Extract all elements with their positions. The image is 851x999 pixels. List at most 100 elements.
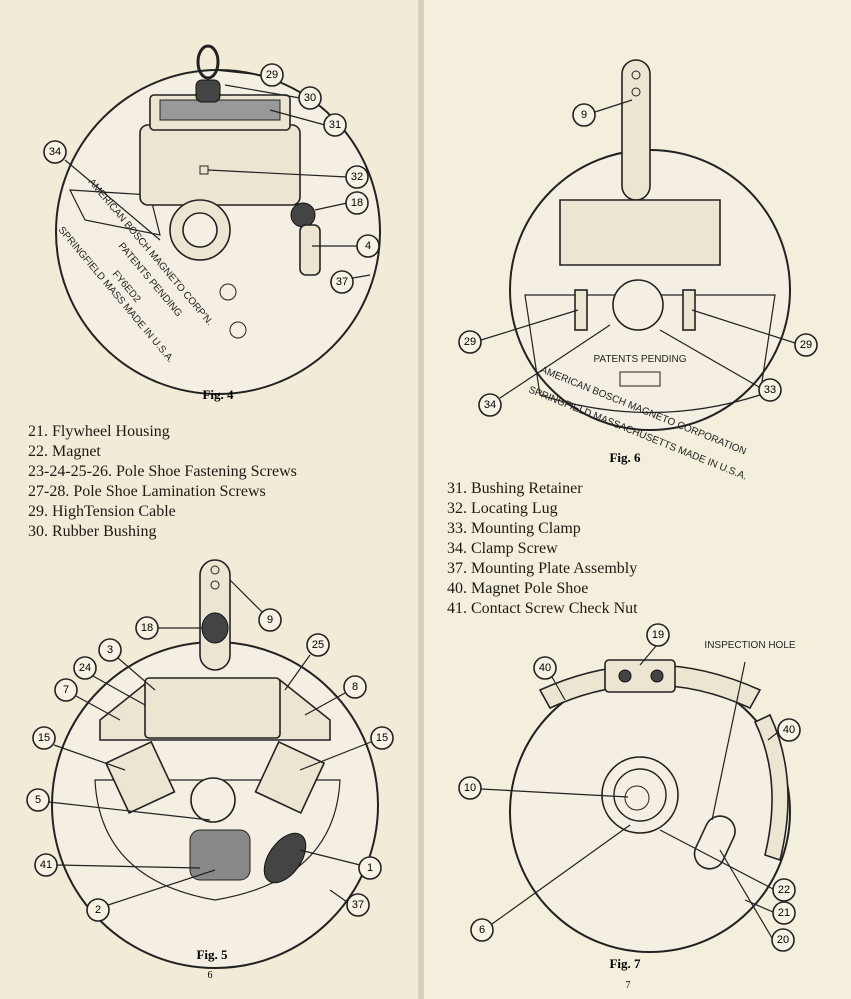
fig4-caption: Fig. 4 [202, 387, 234, 402]
legend-item: 27-28. Pole Shoe Lamination Screws [28, 483, 266, 500]
legend-item: 32. Locating Lug [447, 500, 558, 517]
svg-text:4: 4 [365, 240, 371, 252]
callout: 15 [32, 726, 56, 750]
svg-text:8: 8 [352, 681, 358, 693]
svg-text:40: 40 [783, 724, 795, 736]
callout: 34 [478, 393, 502, 417]
fig5-caption: Fig. 5 [196, 947, 228, 962]
svg-text:7: 7 [63, 684, 69, 696]
svg-text:1: 1 [367, 862, 373, 874]
callout: 29 [458, 330, 482, 354]
svg-text:15: 15 [38, 732, 50, 744]
callout: 29 [794, 333, 818, 357]
callout: 37 [346, 893, 370, 917]
callout: 10 [458, 776, 482, 800]
fig7-callouts: 19 40 40 10 22 21 20 6 [458, 623, 801, 952]
legend-item: 23-24-25-26. Pole Shoe Fastening Screws [28, 463, 297, 480]
callout: 19 [646, 623, 670, 647]
callout: 40 [777, 718, 801, 742]
legend-item: 31. Bushing Retainer [447, 480, 583, 497]
legend-item: 22. Magnet [28, 443, 101, 460]
callout: 41 [34, 853, 58, 877]
fig6-caption: Fig. 6 [609, 450, 641, 465]
svg-text:5: 5 [35, 794, 41, 806]
fig4-legend: 21. Flywheel Housing 22. Magnet 23-24-25… [28, 422, 297, 542]
callout: 3 [98, 638, 122, 662]
callout: 40 [533, 656, 557, 680]
svg-text:34: 34 [49, 146, 61, 158]
legend-item: 29. HighTension Cable [28, 503, 176, 520]
svg-text:9: 9 [267, 614, 273, 626]
legend-item: 41. Contact Screw Check Nut [447, 600, 638, 617]
svg-text:15: 15 [376, 732, 388, 744]
callout: 8 [343, 675, 367, 699]
plate-patents-text: PATENTS PENDING [594, 354, 687, 365]
svg-text:25: 25 [312, 639, 324, 651]
callout: 7 [54, 678, 78, 702]
svg-text:6: 6 [479, 924, 485, 936]
callout: 34 [43, 140, 67, 164]
callout: 20 [771, 928, 795, 952]
callout: 18 [345, 191, 369, 215]
callout: 9 [572, 103, 596, 127]
book-gutter [418, 0, 424, 999]
svg-text:40: 40 [539, 662, 551, 674]
svg-text:18: 18 [141, 622, 153, 634]
callout: 2 [86, 898, 110, 922]
callout: 9 [258, 608, 282, 632]
svg-text:37: 37 [336, 276, 348, 288]
svg-text:21: 21 [778, 907, 790, 919]
svg-text:30: 30 [304, 92, 316, 104]
svg-text:24: 24 [79, 662, 91, 674]
page-number-6: 6 [208, 970, 213, 981]
inspection-hole-label: INSPECTION HOLE [704, 640, 795, 651]
page-number-7: 7 [626, 980, 631, 991]
callout: 1 [358, 856, 382, 880]
callout: 18 [135, 616, 159, 640]
callout: 5 [26, 788, 50, 812]
callout: 24 [73, 656, 97, 680]
svg-text:2: 2 [95, 904, 101, 916]
fig4-diagram [55, 44, 381, 395]
svg-text:31: 31 [329, 119, 341, 131]
callout: 31 [323, 113, 347, 137]
fig7-caption: Fig. 7 [609, 956, 641, 971]
fig6-diagram [509, 59, 791, 431]
fig5-diagram [51, 559, 379, 969]
fig4-callouts: 29 30 31 32 18 4 37 34 [43, 63, 380, 294]
legend-item: 33. Mounting Clamp [447, 520, 581, 537]
svg-text:33: 33 [764, 384, 776, 396]
callout: 37 [330, 270, 354, 294]
legend-item: 21. Flywheel Housing [28, 423, 170, 440]
callout: 22 [772, 878, 796, 902]
svg-text:29: 29 [800, 339, 812, 351]
fig7-diagram [509, 659, 791, 953]
svg-text:18: 18 [351, 197, 363, 209]
fig6-callouts: 9 29 29 33 34 [458, 99, 818, 417]
svg-text:32: 32 [351, 171, 363, 183]
svg-text:19: 19 [652, 629, 664, 641]
callout: 32 [345, 165, 369, 189]
legend-item: 34. Clamp Screw [447, 540, 558, 557]
fig6-legend: 31. Bushing Retainer 32. Locating Lug 33… [447, 479, 638, 619]
svg-text:10: 10 [464, 782, 476, 794]
svg-text:9: 9 [581, 109, 587, 121]
legend-item: 40. Magnet Pole Shoe [447, 580, 589, 597]
svg-text:20: 20 [777, 934, 789, 946]
callout: 21 [772, 901, 796, 925]
fig5-callouts: 18 9 3 25 24 7 8 15 15 5 1 41 37 2 [26, 579, 394, 922]
callout: 25 [306, 633, 330, 657]
svg-text:29: 29 [464, 336, 476, 348]
legend-item: 37. Mounting Plate Assembly [447, 560, 638, 577]
svg-text:22: 22 [778, 884, 790, 896]
svg-text:37: 37 [352, 899, 364, 911]
svg-text:3: 3 [107, 644, 113, 656]
svg-text:34: 34 [484, 399, 496, 411]
svg-text:41: 41 [40, 859, 52, 871]
callout: 15 [370, 726, 394, 750]
callout: 30 [298, 86, 322, 110]
callout: 29 [260, 63, 284, 87]
callout: 4 [356, 234, 380, 258]
callout: 33 [758, 378, 782, 402]
